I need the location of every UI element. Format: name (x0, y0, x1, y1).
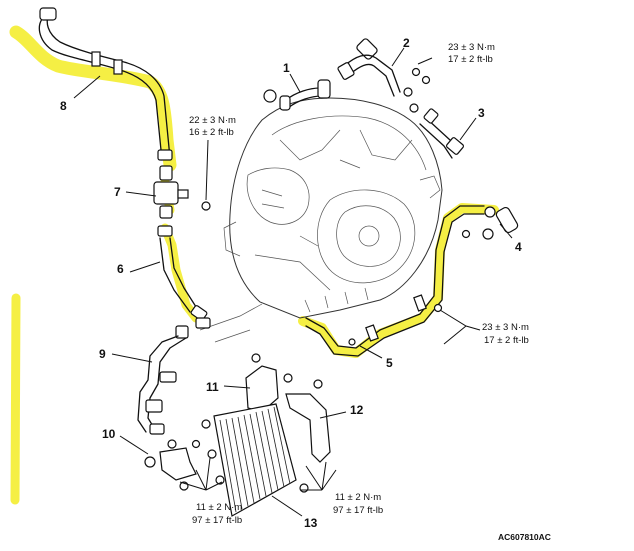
oil-cooler-13 (201, 403, 297, 517)
part-number-1: 1 (283, 61, 290, 75)
bracket-12 (285, 379, 331, 493)
figure-code: AC607810AC (498, 532, 551, 542)
transmission-assembly (199, 97, 443, 343)
torque-cooler-right-nm: 11 ± 2 N·m (335, 492, 381, 503)
part-number-9: 9 (99, 347, 106, 361)
part-number-6: 6 (117, 262, 124, 276)
part-number-8: 8 (60, 99, 67, 113)
highlight-hose-6 (160, 223, 201, 323)
highlight-hose-8 (9, 25, 177, 172)
part-number-5: 5 (386, 356, 393, 370)
torque-cooler-right-ftlb: 97 ± 17 ft-lb (333, 505, 383, 516)
torque-upper-left-nm: 22 ± 3 N·m (189, 115, 236, 126)
part-number-7: 7 (114, 185, 121, 199)
torque-specs: 23 ± 3 N·m 17 ± 2 ft-lb 22 ± 3 N·m 16 ± … (189, 42, 529, 526)
part-number-4: 4 (515, 240, 522, 254)
part-number-13: 13 (304, 516, 318, 530)
part-number-2: 2 (403, 36, 410, 50)
torque-pipe-right-ftlb: 17 ± 2 ft-lb (484, 335, 529, 346)
hose-9 (137, 317, 211, 435)
torque-upper-right-ftlb: 17 ± 2 ft-lb (448, 54, 493, 65)
part-labels: 8 1 2 3 4 5 6 7 9 10 11 12 13 (60, 36, 522, 530)
highlight-pipe-5 (298, 203, 499, 358)
bolts (191, 67, 471, 449)
bracket-10 (144, 439, 197, 491)
hose-1 (263, 79, 331, 111)
torque-pipe-right-nm: 23 ± 3 N·m (482, 322, 529, 333)
hose-3 (419, 108, 465, 159)
pipe-2 (337, 38, 419, 113)
torque-cooler-left-nm: 11 ± 2 N·m (196, 502, 242, 513)
hose-4 (482, 206, 519, 240)
hose-6 (159, 237, 208, 321)
hose-8 (38, 7, 173, 161)
leader-lines (73, 47, 513, 517)
torque-upper-right-nm: 23 ± 3 N·m (448, 42, 495, 53)
part-number-10: 10 (102, 427, 116, 441)
torque-upper-left-ftlb: 16 ± 2 ft-lb (189, 127, 234, 138)
connector-7 (153, 165, 189, 237)
pipe-5 (305, 205, 485, 357)
highlight-hose-9-10 (10, 293, 21, 505)
part-number-12: 12 (350, 403, 364, 417)
part-number-11: 11 (206, 380, 219, 394)
part-number-3: 3 (478, 106, 485, 120)
torque-cooler-left-ftlb: 97 ± 17 ft-lb (192, 515, 242, 526)
